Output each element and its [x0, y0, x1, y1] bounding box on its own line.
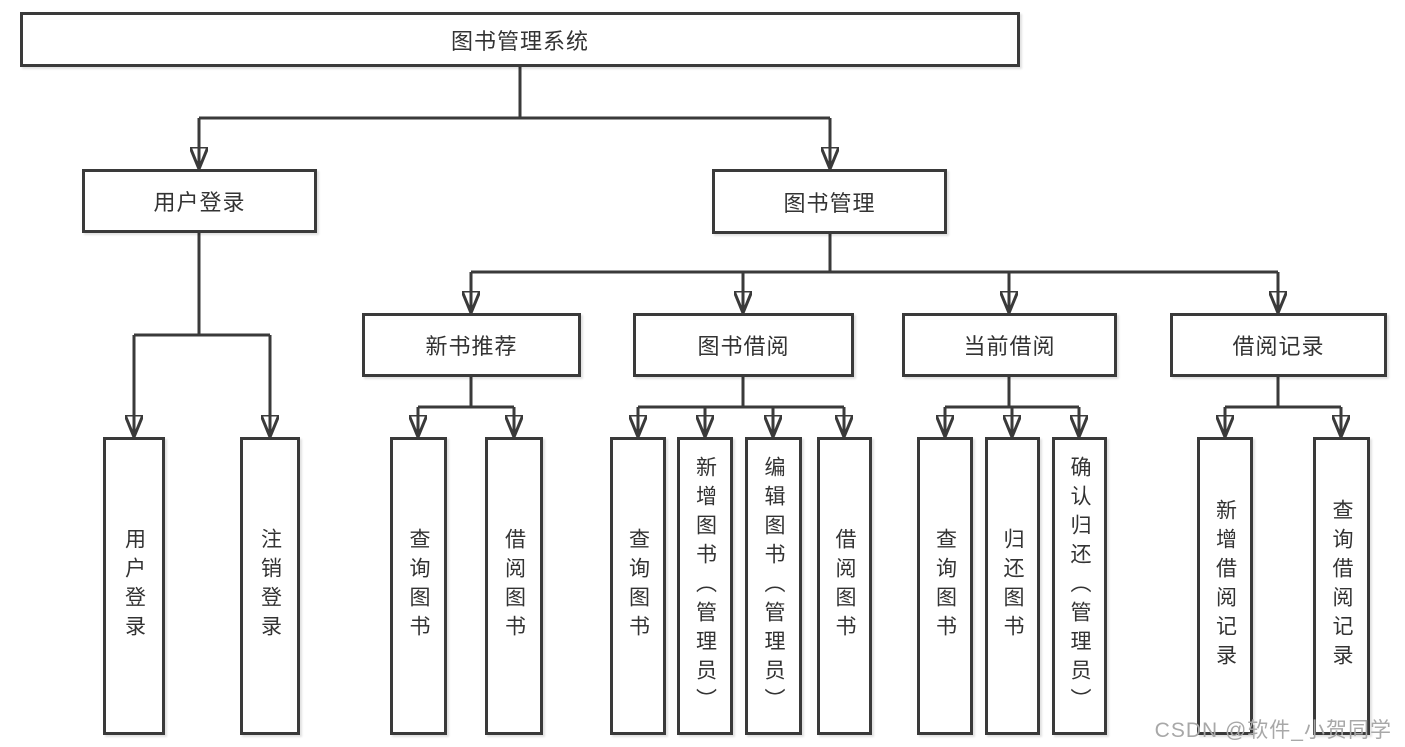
leaf-borrowing-query-book: 查询图书 [610, 437, 666, 735]
leaf-borrowing-edit-book-admin: 编辑图书（管理员） [745, 437, 802, 735]
node-book-management: 图书管理 [712, 169, 947, 234]
leaf-logout-label: 注销登录 [258, 528, 282, 644]
leaf-current-query-book: 查询图书 [917, 437, 973, 735]
leaf-newbooks-borrow-book: 借阅图书 [485, 437, 543, 735]
node-current-borrowing-label: 当前借阅 [963, 334, 1056, 359]
node-current-borrowing: 当前借阅 [902, 313, 1117, 377]
leaf-borrowing-borrow-book: 借阅图书 [817, 437, 872, 735]
leaf-borrowing-edit-book-admin-label: 编辑图书（管理员） [762, 455, 785, 717]
node-borrowing-records-label: 借阅记录 [1232, 334, 1325, 359]
node-book-borrowing-label: 图书借阅 [697, 334, 790, 359]
connector-bus-lines [134, 67, 1341, 409]
leaf-current-return-book: 归还图书 [985, 437, 1040, 735]
leaf-current-confirm-return-admin-label: 确认归还（管理员） [1068, 455, 1091, 717]
leaf-logout: 注销登录 [240, 437, 300, 735]
leaf-current-return-book-label: 归还图书 [1001, 528, 1024, 644]
leaf-newbooks-query-book: 查询图书 [390, 437, 447, 735]
node-new-book-recommend-label: 新书推荐 [425, 334, 518, 359]
leaf-records-query-record-label: 查询借阅记录 [1330, 499, 1353, 673]
node-root-system-label: 图书管理系统 [450, 28, 589, 54]
leaf-records-add-record-label: 新增借阅记录 [1213, 499, 1237, 673]
leaf-borrowing-query-book-label: 查询图书 [626, 528, 650, 644]
leaf-user-login: 用户登录 [103, 437, 165, 735]
leaf-newbooks-borrow-book-label: 借阅图书 [502, 528, 526, 644]
leaf-current-confirm-return-admin: 确认归还（管理员） [1052, 437, 1107, 735]
leaf-borrowing-borrow-book-label: 借阅图书 [833, 528, 856, 644]
node-user-login-label: 用户登录 [153, 190, 246, 215]
leaf-borrowing-add-book-admin: 新增图书（管理员） [677, 437, 733, 735]
leaf-newbooks-query-book-label: 查询图书 [407, 528, 430, 644]
node-borrowing-records: 借阅记录 [1170, 313, 1387, 377]
leaf-records-query-record: 查询借阅记录 [1313, 437, 1370, 735]
leaf-current-query-book-label: 查询图书 [933, 528, 957, 644]
node-book-borrowing: 图书借阅 [633, 313, 854, 377]
leaf-records-add-record: 新增借阅记录 [1197, 437, 1253, 735]
node-user-login: 用户登录 [82, 169, 317, 233]
node-root-system: 图书管理系统 [20, 12, 1020, 67]
leaf-user-login-label: 用户登录 [122, 528, 146, 644]
leaf-borrowing-add-book-admin-label: 新增图书（管理员） [693, 455, 717, 717]
node-book-management-label: 图书管理 [783, 190, 876, 216]
node-new-book-recommend: 新书推荐 [362, 313, 581, 377]
